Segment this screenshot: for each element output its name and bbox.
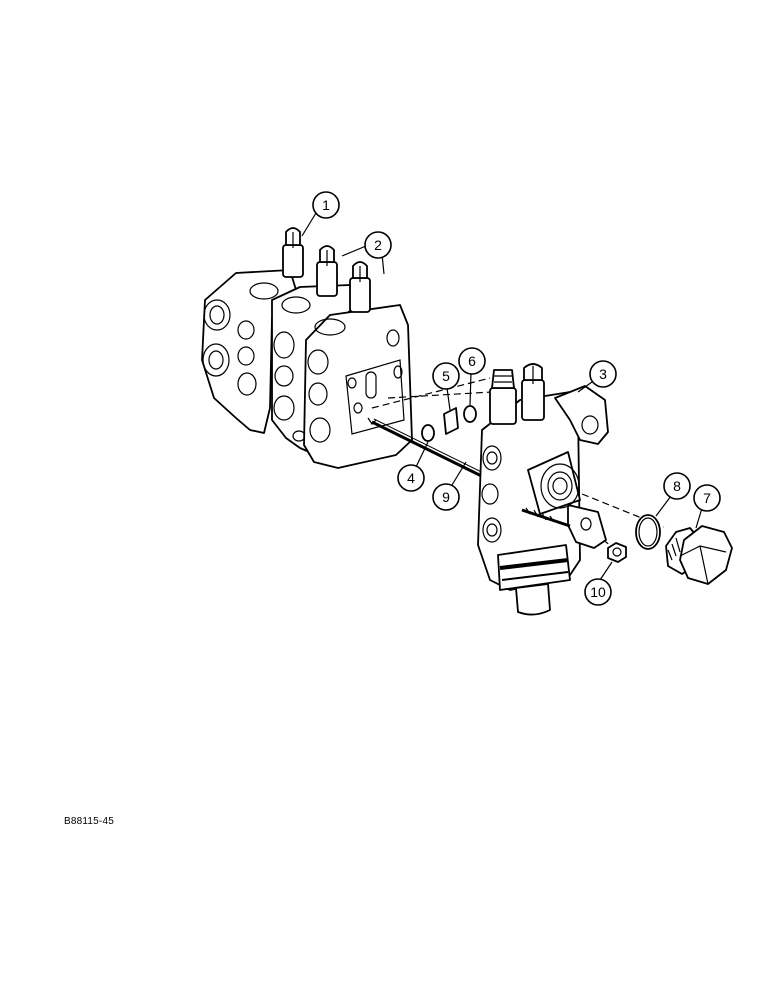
figure-reference-number: B88115-45	[64, 816, 114, 827]
callout-3: 3	[589, 360, 617, 388]
valve-spool-left	[489, 369, 517, 425]
callout-7: 7	[693, 484, 721, 512]
callout-2-label: 2	[374, 237, 382, 253]
callout-10: 10	[584, 578, 612, 606]
callout-7-label: 7	[703, 490, 711, 506]
nut	[607, 542, 627, 563]
callout-5-label: 5	[442, 368, 450, 384]
callout-4-label: 4	[407, 470, 415, 486]
o-ring	[635, 514, 661, 550]
callout-3-label: 3	[599, 366, 607, 382]
callout-9: 9	[432, 483, 460, 511]
callout-10-label: 10	[590, 584, 606, 600]
callout-9-label: 9	[442, 489, 450, 505]
seal-4	[421, 424, 435, 442]
callout-2: 2	[364, 231, 392, 259]
spool-2	[316, 245, 338, 297]
callout-6: 6	[458, 347, 486, 375]
seal-5	[443, 407, 459, 435]
callout-8-label: 8	[673, 478, 681, 494]
spool-3	[349, 261, 371, 313]
callout-4: 4	[397, 464, 425, 492]
callout-5: 5	[432, 362, 460, 390]
valve-section	[477, 363, 609, 616]
plug	[665, 525, 733, 585]
callout-1: 1	[312, 191, 340, 219]
spool-1	[282, 227, 304, 278]
seal-6	[463, 405, 477, 423]
callout-6-label: 6	[468, 353, 476, 369]
callout-1-label: 1	[322, 197, 330, 213]
valve-spool-right	[521, 363, 545, 421]
callout-8: 8	[663, 472, 691, 500]
control-valve-stack	[201, 227, 413, 469]
